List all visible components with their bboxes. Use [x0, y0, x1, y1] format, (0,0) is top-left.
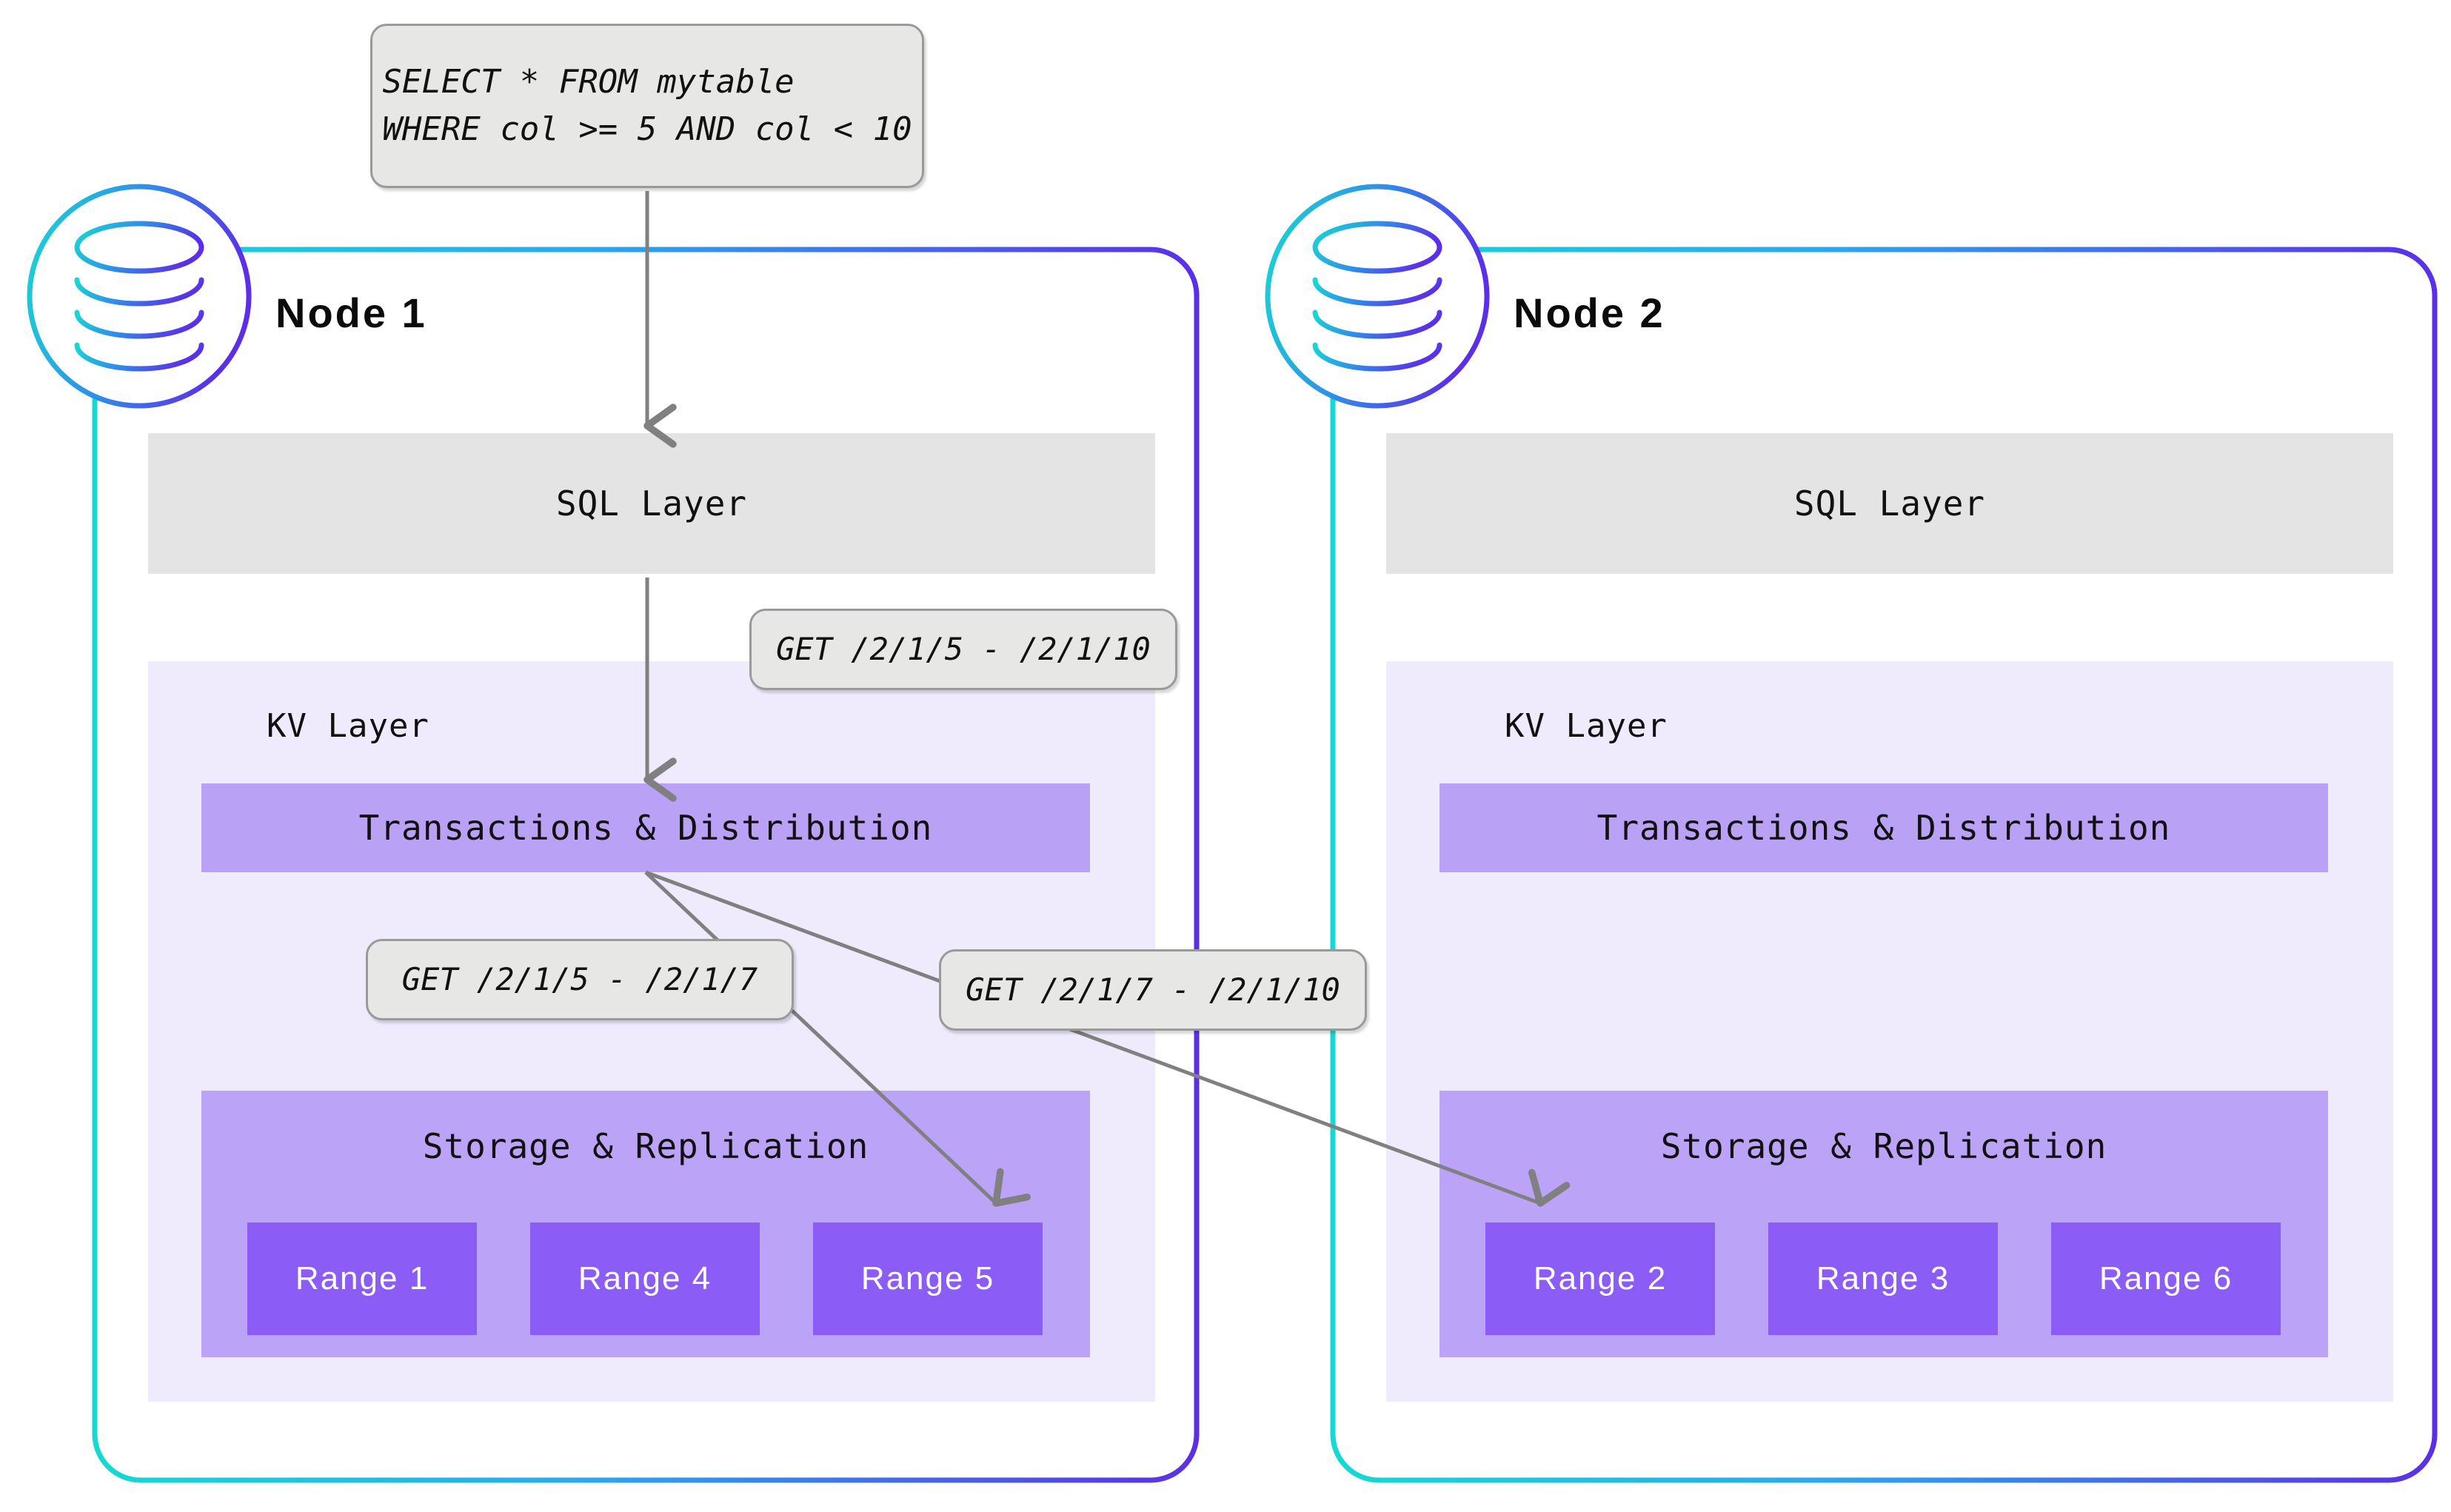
node-1-sql-layer-label: SQL Layer — [555, 484, 748, 523]
node-1-range-box-4[interactable]: Range 4 — [530, 1222, 760, 1335]
kv-request-label: GET /2/1/5 - /2/1/10 — [776, 630, 1151, 667]
range-request-left-label: GET /2/1/5 - /2/1/7 — [401, 960, 758, 997]
range-request-right-callout: GET /2/1/7 - /2/1/10 — [939, 949, 1367, 1031]
node-1-range-box-5[interactable]: Range 5 — [813, 1222, 1043, 1335]
node-1-transactions-label: Transactions & Distribution — [358, 808, 933, 848]
node-2-range-box-2[interactable]: Range 2 — [1485, 1222, 1715, 1335]
kv-request-callout: GET /2/1/5 - /2/1/10 — [749, 609, 1177, 690]
node-2-storage-label: Storage & Replication — [1660, 1126, 2107, 1166]
node-2-range-box-6[interactable]: Range 6 — [2051, 1222, 2281, 1335]
node-2-kv-layer-label: KV Layer — [1505, 707, 1668, 745]
range-label: Range 3 — [1816, 1260, 1950, 1297]
node-1-sql-layer: SQL Layer — [148, 433, 1155, 574]
range-label: Range 1 — [295, 1260, 429, 1297]
node-2-database-icon — [1265, 184, 1490, 409]
node-2-sql-layer-label: SQL Layer — [1793, 484, 1986, 523]
node-2-storage-panel: Storage & Replication Range 2 Range 3 Ra… — [1439, 1091, 2328, 1357]
sql-query-line-2: WHERE col >= 5 AND col < 10 — [382, 110, 912, 148]
node-1-transactions-bar: Transactions & Distribution — [201, 783, 1090, 872]
range-request-right-label: GET /2/1/7 - /2/1/10 — [966, 971, 1340, 1008]
sql-query-line-1: SELECT * FROM mytable — [382, 63, 795, 101]
node-2-sql-layer: SQL Layer — [1386, 433, 2393, 574]
node-1-database-icon — [27, 184, 252, 409]
node-1-kv-layer-label: KV Layer — [267, 707, 429, 745]
range-label: Range 5 — [860, 1260, 995, 1297]
range-label: Range 4 — [578, 1260, 712, 1297]
node-1-range-box-1[interactable]: Range 1 — [247, 1222, 477, 1335]
range-label: Range 6 — [2099, 1260, 2233, 1297]
node-1-storage-panel: Storage & Replication Range 1 Range 4 Ra… — [201, 1091, 1090, 1357]
node-2-transactions-bar: Transactions & Distribution — [1439, 783, 2328, 872]
range-label: Range 2 — [1533, 1260, 1668, 1297]
node-2-title: Node 2 — [1514, 290, 1665, 336]
range-request-left-callout: GET /2/1/5 - /2/1/7 — [366, 939, 794, 1020]
node-1-title: Node 1 — [275, 290, 427, 336]
node-2-range-box-3[interactable]: Range 3 — [1768, 1222, 1998, 1335]
node-1-storage-label: Storage & Replication — [422, 1126, 869, 1166]
node-2-transactions-label: Transactions & Distribution — [1596, 808, 2171, 848]
